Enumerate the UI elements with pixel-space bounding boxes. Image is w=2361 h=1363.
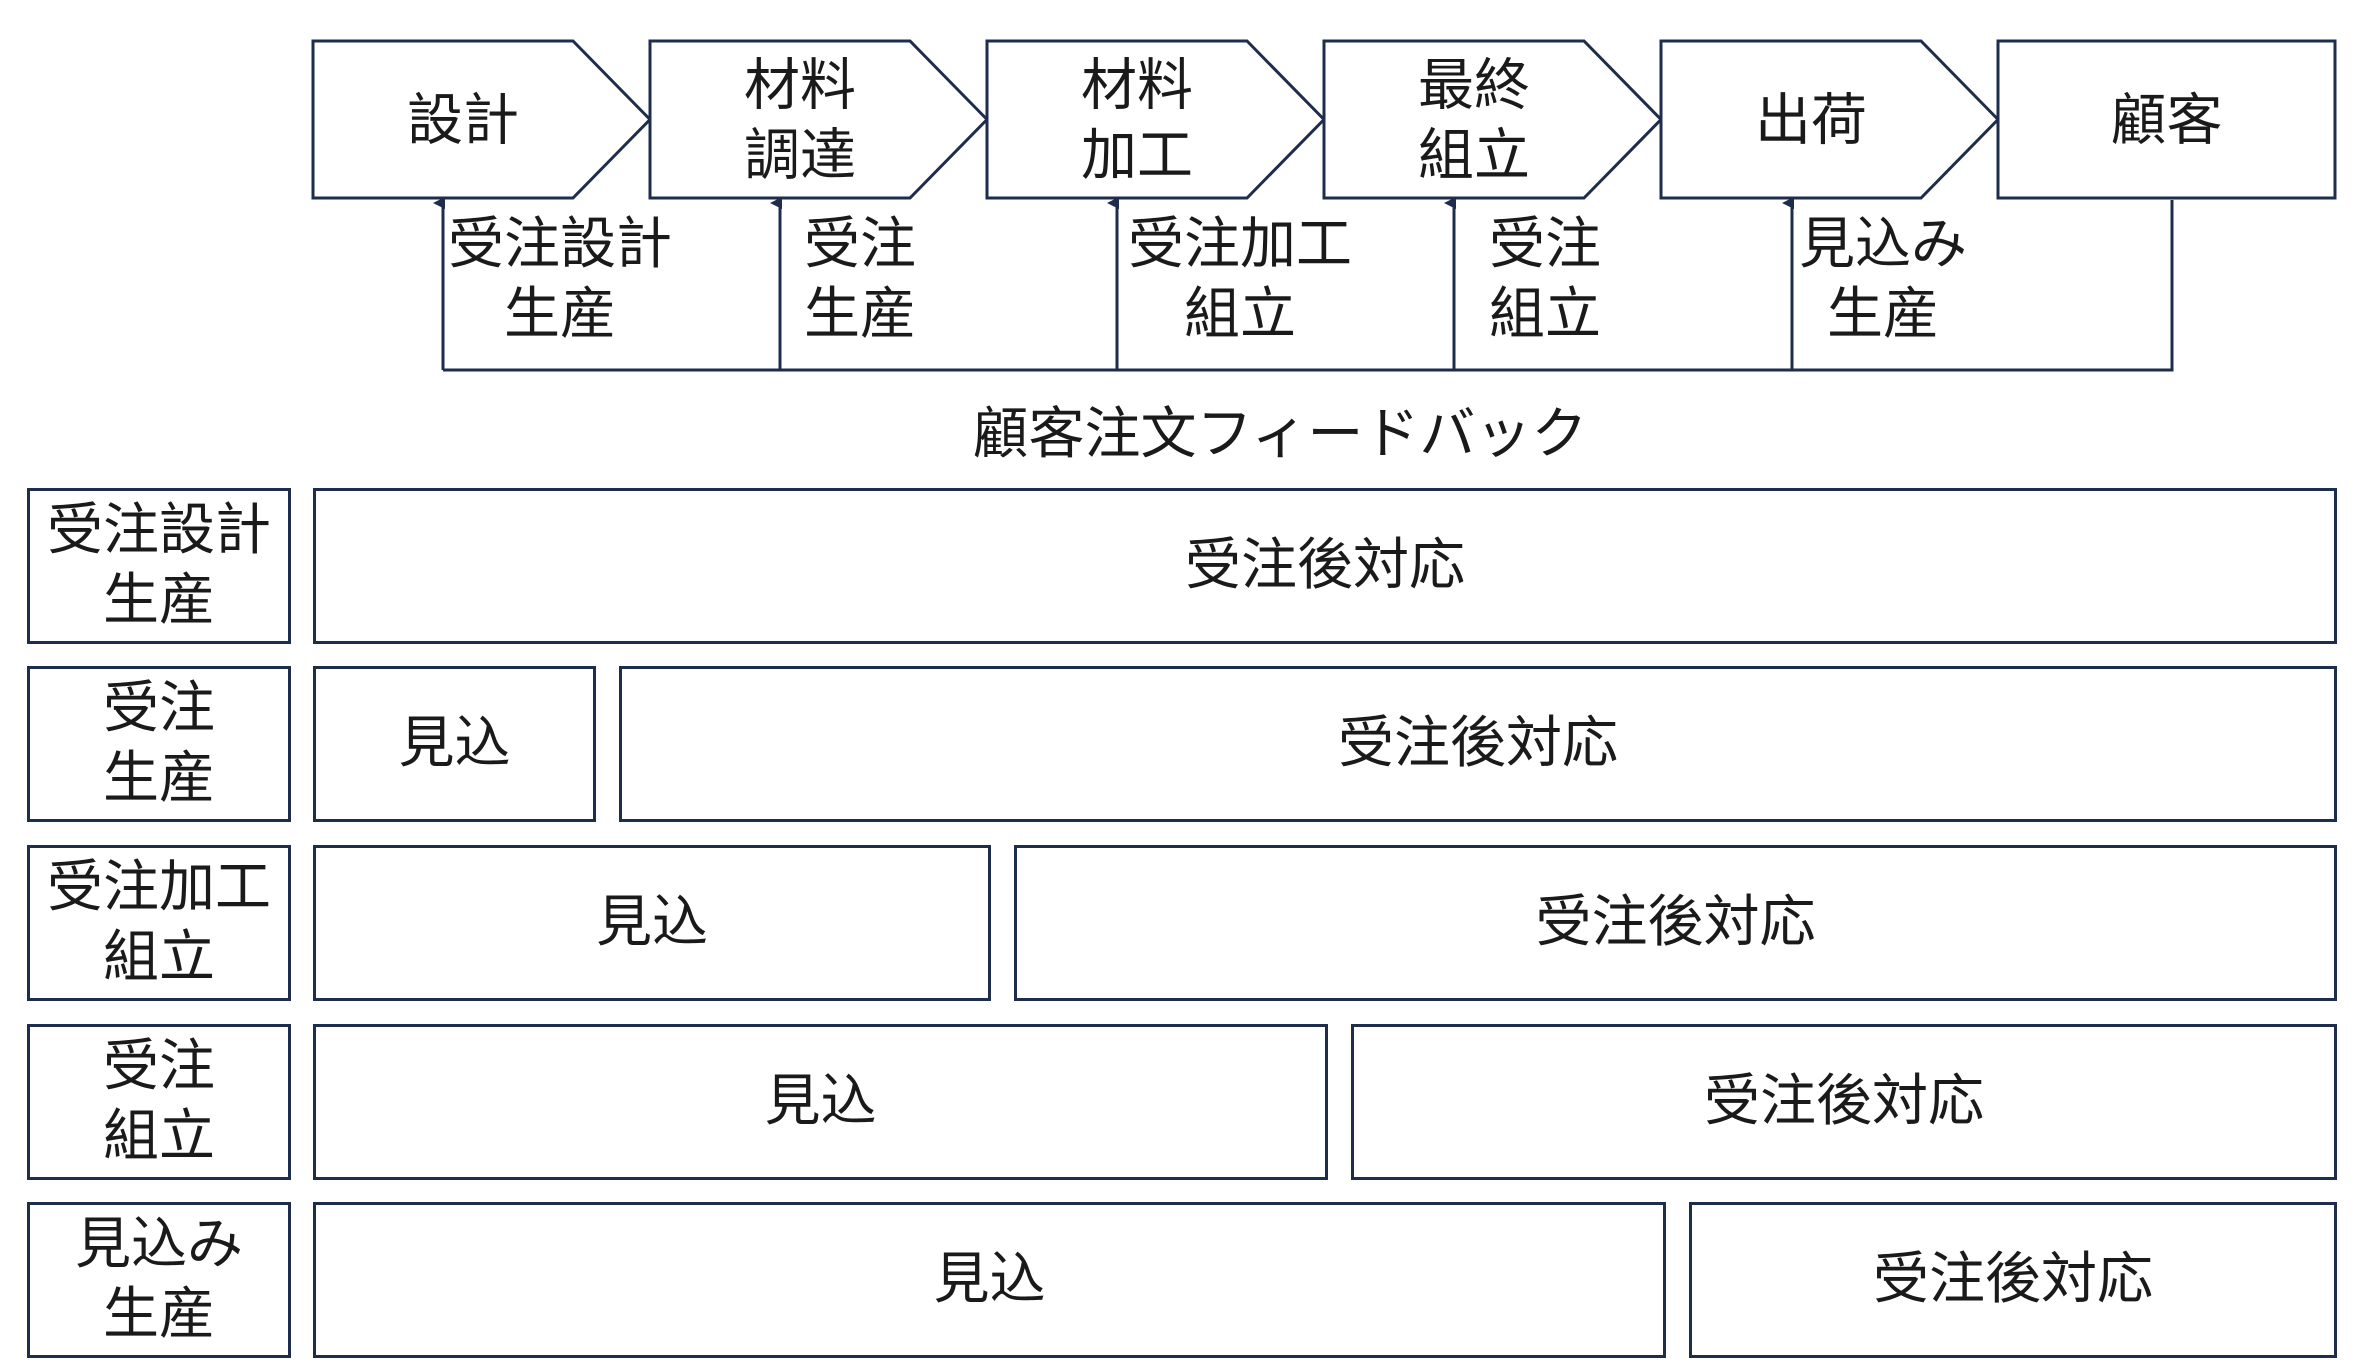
process-step-label-1: 設計 [407, 89, 519, 154]
decoupling-label-3: 受注加工 組立 [1128, 212, 1352, 347]
process-step-label-6: 顧客 [2111, 89, 2223, 154]
order-cell-2: 受注後対応 [619, 666, 2337, 822]
process-step-shape-4 [1322, 39, 1664, 200]
process-step-shape-2 [648, 39, 990, 200]
order-cell-3: 受注後対応 [1014, 845, 2337, 1001]
row-label-1: 受注設計 生産 [27, 488, 291, 644]
feedback-label: 顧客注文フィードバック [972, 402, 1588, 467]
decoupling-label-5: 見込み 生産 [1799, 212, 1967, 347]
decoupling-label-4: 受注 組立 [1489, 212, 1601, 347]
row-label-3: 受注加工 組立 [27, 845, 291, 1001]
row-label-4: 受注 組立 [27, 1024, 291, 1180]
decoupling-label-2: 受注 生産 [804, 212, 916, 347]
forecast-cell-5: 見込 [313, 1202, 1666, 1358]
feedback-lines [433, 197, 2174, 372]
decoupling-label-1: 受注設計 生産 [448, 212, 672, 347]
process-step-shape-6 [1996, 39, 2337, 200]
forecast-cell-2: 見込 [313, 666, 596, 822]
process-step-label-3: 材料加工 [1081, 54, 1193, 189]
row-label-2: 受注 生産 [27, 666, 291, 822]
feedback-baseline [443, 200, 2174, 372]
process-step-label-5: 出荷 [1755, 89, 1867, 154]
order-cell-5: 受注後対応 [1689, 1202, 2337, 1358]
process-step-shape-3 [985, 39, 1327, 200]
process-step-shape-1 [311, 39, 653, 200]
process-step-label-2: 材料調達 [744, 54, 856, 189]
row-label-5: 見込み 生産 [27, 1202, 291, 1358]
order-cell-1: 受注後対応 [313, 488, 2337, 644]
order-cell-4: 受注後対応 [1351, 1024, 2337, 1180]
forecast-cell-4: 見込 [313, 1024, 1328, 1180]
process-steps: 設計 材料調達 材料加工 最終組立 出荷 顧客 [311, 39, 2337, 200]
forecast-cell-3: 見込 [313, 845, 991, 1001]
process-step-label-4: 最終組立 [1418, 54, 1530, 189]
process-step-shape-5 [1659, 39, 2001, 200]
